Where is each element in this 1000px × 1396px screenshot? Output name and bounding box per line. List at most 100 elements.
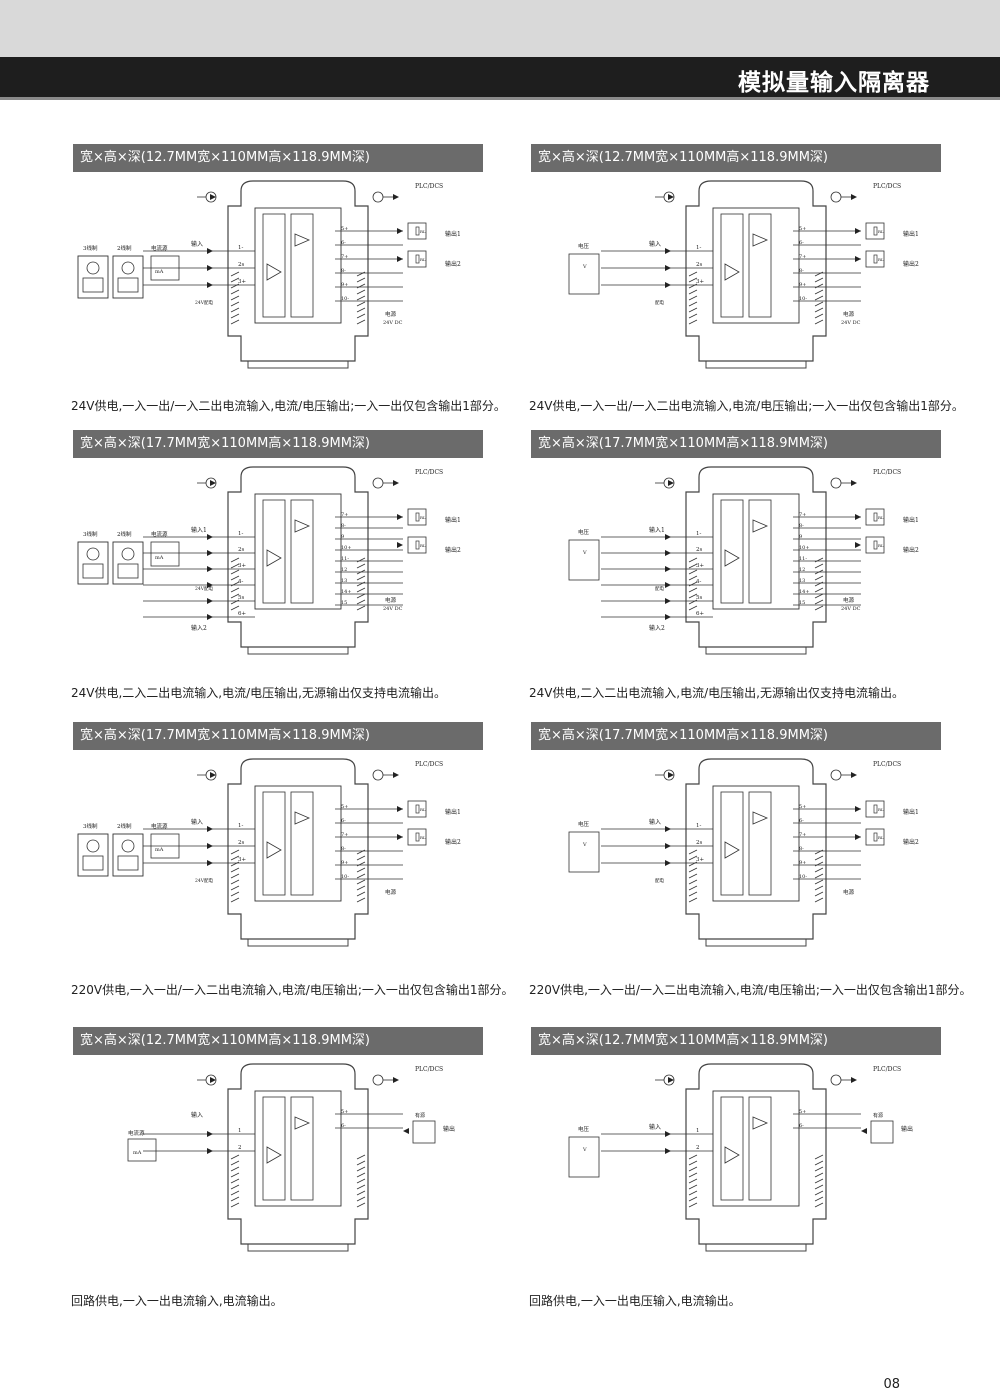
terminal-label: 6+ [238, 611, 246, 617]
voltage-label: 电压 [578, 820, 590, 828]
amplifier-icon [724, 549, 740, 567]
terminal-label: 2s [696, 262, 702, 268]
voltage-label: 电压 [578, 528, 590, 536]
output-label: 输出 [901, 1125, 913, 1133]
terminal-label: 8- [341, 268, 346, 274]
housing-grille [230, 873, 240, 879]
v-label: V [582, 264, 587, 270]
housing-grille [356, 605, 366, 611]
terminal-label: 2 [238, 1145, 242, 1151]
housing-grille [814, 1160, 824, 1166]
module-housing [685, 466, 827, 648]
input-label: 输入 [649, 818, 661, 826]
current-source-box [127, 1138, 157, 1162]
arrow-icon [207, 582, 213, 588]
input-label: 输入 [649, 240, 661, 248]
housing-grille [688, 301, 698, 307]
title-bar: 模拟量输入隔离器 [0, 57, 1000, 100]
dc-label: 24V DC [841, 606, 861, 612]
wiring-diagram: PLC/DCS125+6-有源输出V电压输入 [568, 1063, 913, 1252]
voltage-source-box [568, 1136, 600, 1178]
current-source-label: 电流源 [151, 822, 168, 830]
wiring-diagram: PLC/DCS1-2s3+4-5s6+7+8-910+11-121314+15R… [568, 466, 919, 655]
current-source-box [150, 541, 180, 567]
arrow-icon [403, 1128, 409, 1134]
isolation-block [262, 213, 286, 318]
isolation-block [720, 213, 744, 318]
rl-label: RL [878, 515, 884, 520]
rl-label: RL [420, 835, 426, 840]
module-housing [685, 758, 827, 940]
load-resistor [865, 800, 885, 818]
arrow-icon [665, 1148, 671, 1154]
load-resistor [415, 512, 420, 522]
input-direction-icon [210, 1077, 216, 1083]
housing-grille [356, 1202, 366, 1208]
arrow-icon [207, 550, 213, 556]
load-resistor [865, 508, 885, 526]
two-wire-sensor [117, 277, 139, 293]
housing-grille [230, 867, 240, 873]
terminal-label: 4- [696, 579, 701, 585]
terminal-label: 9+ [341, 282, 348, 288]
din-rail-clip [705, 1244, 807, 1252]
panel-caption: 回路供电,一入一出电流输入,电流输出。 [71, 1294, 283, 1308]
dc-label: 24V DC [383, 320, 403, 326]
output-direction-icon [851, 1077, 857, 1083]
housing-grille [230, 575, 240, 581]
output-direction-icon [393, 772, 399, 778]
wire2-label: 2线制 [117, 822, 132, 830]
arrow-icon [665, 248, 671, 254]
power-label: 电源 [843, 596, 855, 604]
housing-grille [356, 319, 366, 325]
amplifier-block [748, 1096, 772, 1201]
din-rail-clip [247, 939, 349, 947]
din-rail-clip [247, 1244, 349, 1252]
amplifier-icon [294, 519, 311, 533]
panel-caption: 24V供电,二入二出电流输入,电流/电压输出,无源输出仅支持电流输出。 [71, 686, 446, 700]
load-resistor [873, 540, 878, 550]
terminal-label: 2s [238, 547, 244, 553]
housing-grille [230, 295, 240, 301]
load-resistor [873, 804, 878, 814]
arrow-icon [207, 860, 213, 866]
isolation-block [720, 499, 744, 604]
housing-grille [688, 855, 698, 861]
amplifier-icon [266, 263, 282, 281]
housing-grille [356, 557, 366, 563]
input-direction-icon [668, 194, 674, 200]
housing-grille [230, 885, 240, 891]
wire3-label: 3线制 [83, 244, 98, 252]
housing-grille [688, 271, 698, 277]
terminal-label: 6+ [696, 611, 704, 617]
output-direction-icon [372, 769, 384, 781]
amplifier-block [748, 791, 772, 896]
arrow-icon [665, 1131, 671, 1137]
output-label: 输出1 [445, 230, 461, 238]
terminal-label: 1 [238, 1128, 242, 1134]
circuit-block [712, 207, 800, 324]
housing-grille [230, 605, 240, 611]
housing-grille [814, 557, 824, 563]
power-label: 电源 [385, 310, 397, 318]
terminal-label: 8- [799, 268, 804, 274]
housing-grille [356, 1184, 366, 1190]
output-label: 输出1 [903, 516, 919, 524]
two-wire-sensor [112, 833, 144, 877]
panel-header: 宽×高×深(17.7MM宽×110MM高×118.9MM深) [73, 430, 483, 458]
output-direction-icon [393, 480, 399, 486]
ma-label: mA [133, 1150, 142, 1156]
housing-grille [230, 1154, 240, 1160]
feed-label: 配电 [655, 585, 664, 592]
arrow-icon [207, 248, 213, 254]
terminal-label: 6- [341, 240, 346, 246]
amplifier-icon [266, 1146, 282, 1164]
load-resistor [407, 250, 427, 268]
housing-grille [356, 885, 366, 891]
wiring-diagram: PLC/DCS1-2s3+5+6-7+8-9+10-RLRL输出1输出2电源V电… [568, 758, 919, 947]
module-housing [227, 758, 369, 940]
arrow-icon [207, 1131, 213, 1137]
arrow-icon [207, 598, 213, 604]
active-source-box [412, 1120, 436, 1144]
din-rail-clip [247, 647, 349, 655]
